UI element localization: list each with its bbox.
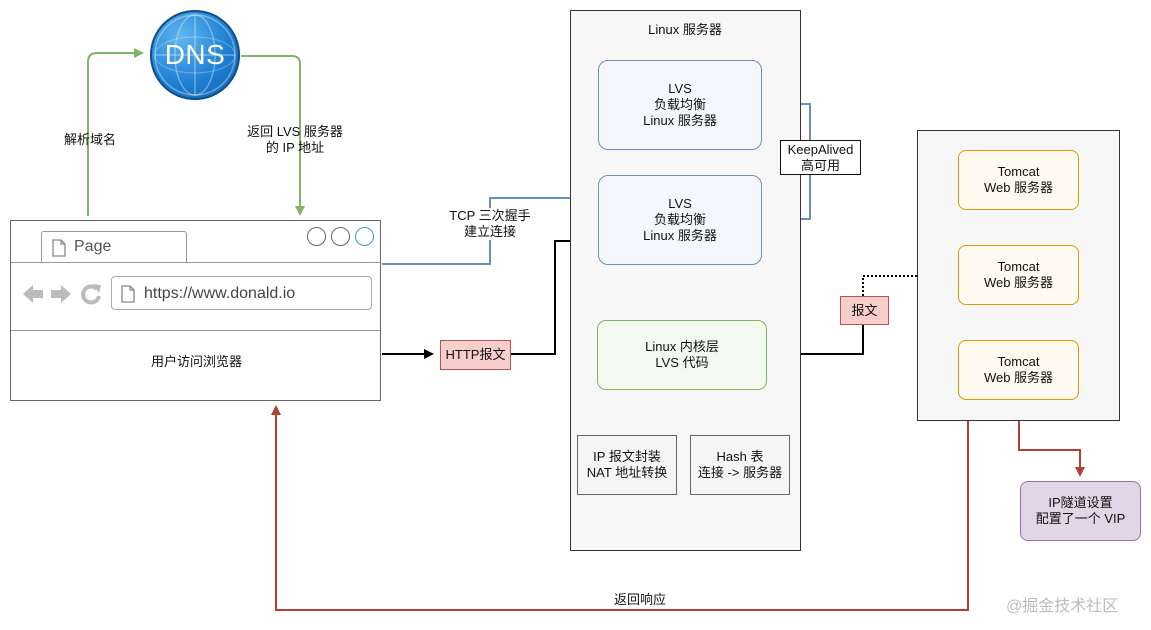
window-maximize-button[interactable] (331, 227, 350, 246)
tomcat-1-line1: Tomcat (997, 164, 1040, 179)
watermark: @掘金技术社区 (1006, 598, 1119, 615)
linux-server-title: Linux 服务器 (648, 22, 722, 37)
packet-label: 报文 (851, 302, 878, 318)
forward-arrow-icon[interactable] (49, 283, 73, 305)
kernel-line1: Linux 内核层 (645, 339, 719, 354)
packet-box: 报文 (840, 296, 889, 325)
browser-tab[interactable]: Page (41, 231, 187, 263)
linux-kernel-node: Linux 内核层 LVS 代码 (597, 320, 767, 390)
label-return-response: 返回响应 (590, 592, 690, 608)
label-return-ip-line1: 返回 LVS 服务器 (247, 124, 343, 139)
lvs-master-line1: LVS (668, 81, 692, 96)
page-icon (121, 285, 135, 303)
hash-table-box: Hash 表 连接 -> 服务器 (690, 435, 790, 495)
nat-line2: NAT 地址转换 (586, 465, 668, 480)
nat-box: IP 报文封装 NAT 地址转换 (577, 435, 677, 495)
http-packet-box: HTTP报文 (440, 340, 511, 370)
http-packet-label: HTTP报文 (445, 347, 506, 362)
label-resolve-domain: 解析域名 (63, 132, 116, 147)
keepalived-line1: KeepAlived (787, 141, 854, 157)
back-arrow-icon[interactable] (21, 283, 45, 305)
tomcat-3-line1: Tomcat (997, 354, 1040, 369)
edge-resolve-domain (87, 48, 144, 216)
keepalived-line2: 高可用 (800, 157, 840, 173)
tomcat-1-line2: Web 服务器 (983, 180, 1054, 195)
edge-return-response (271, 405, 969, 611)
tomcat-2-line1: Tomcat (997, 259, 1040, 274)
refresh-icon[interactable] (79, 282, 103, 306)
dns-label: DNS (164, 39, 226, 70)
lvs-backup-line1: LVS (668, 196, 692, 211)
tab-strip-divider (11, 262, 380, 263)
edge-to-vip (1018, 421, 1085, 477)
edge-return-ip (241, 55, 305, 216)
hash-line1: Hash 表 (716, 449, 764, 464)
label-tcp-line1: TCP 三次握手 (430, 208, 550, 224)
tomcat-2-line2: Web 服务器 (983, 275, 1054, 290)
nat-line1: IP 报文封装 (593, 449, 661, 464)
label-tcp-line2: 建立连接 (430, 224, 550, 240)
browser-content-label: 用户访问浏览器 (150, 354, 242, 369)
lvs-backup-node: LVS 负载均衡 Linux 服务器 (598, 175, 762, 265)
dns-globe-icon: DNS (150, 10, 240, 100)
edge-packet-to-tomcat (862, 271, 954, 296)
window-close-button[interactable] (355, 227, 374, 246)
lvs-backup-line2: 负载均衡 (653, 212, 706, 227)
toolbar-divider (11, 330, 380, 331)
globe-grid-icon (154, 14, 236, 96)
url-text: https://www.donald.io (144, 285, 296, 302)
kernel-line2: LVS 代码 (655, 355, 709, 370)
vip-config-node: IP隧道设置 配置了一个 VIP (1020, 481, 1141, 541)
address-bar[interactable]: https://www.donald.io (111, 276, 372, 310)
tomcat-3-line2: Web 服务器 (983, 370, 1054, 385)
window-minimize-button[interactable] (307, 227, 326, 246)
lvs-master-line3: Linux 服务器 (643, 113, 717, 128)
tomcat-node-2: Tomcat Web 服务器 (958, 245, 1079, 305)
tomcat-node-1: Tomcat Web 服务器 (958, 150, 1079, 210)
keepalived-box: KeepAlived 高可用 (780, 140, 861, 175)
tomcat-node-3: Tomcat Web 服务器 (958, 340, 1079, 400)
label-return-ip-line2: 的 IP 地址 (265, 140, 325, 155)
tab-label: Page (74, 238, 112, 255)
page-icon (52, 239, 66, 257)
lvs-master-line2: 负载均衡 (653, 97, 706, 112)
lvs-backup-line3: Linux 服务器 (643, 228, 717, 243)
browser-window: Page https://www.donald.io 用户访问浏览器 (10, 220, 381, 401)
lvs-master-node: LVS 负载均衡 Linux 服务器 (598, 60, 762, 150)
vip-line2: 配置了一个 VIP (1035, 511, 1126, 526)
hash-line2: 连接 -> 服务器 (697, 465, 783, 480)
vip-line1: IP隧道设置 (1048, 495, 1113, 510)
